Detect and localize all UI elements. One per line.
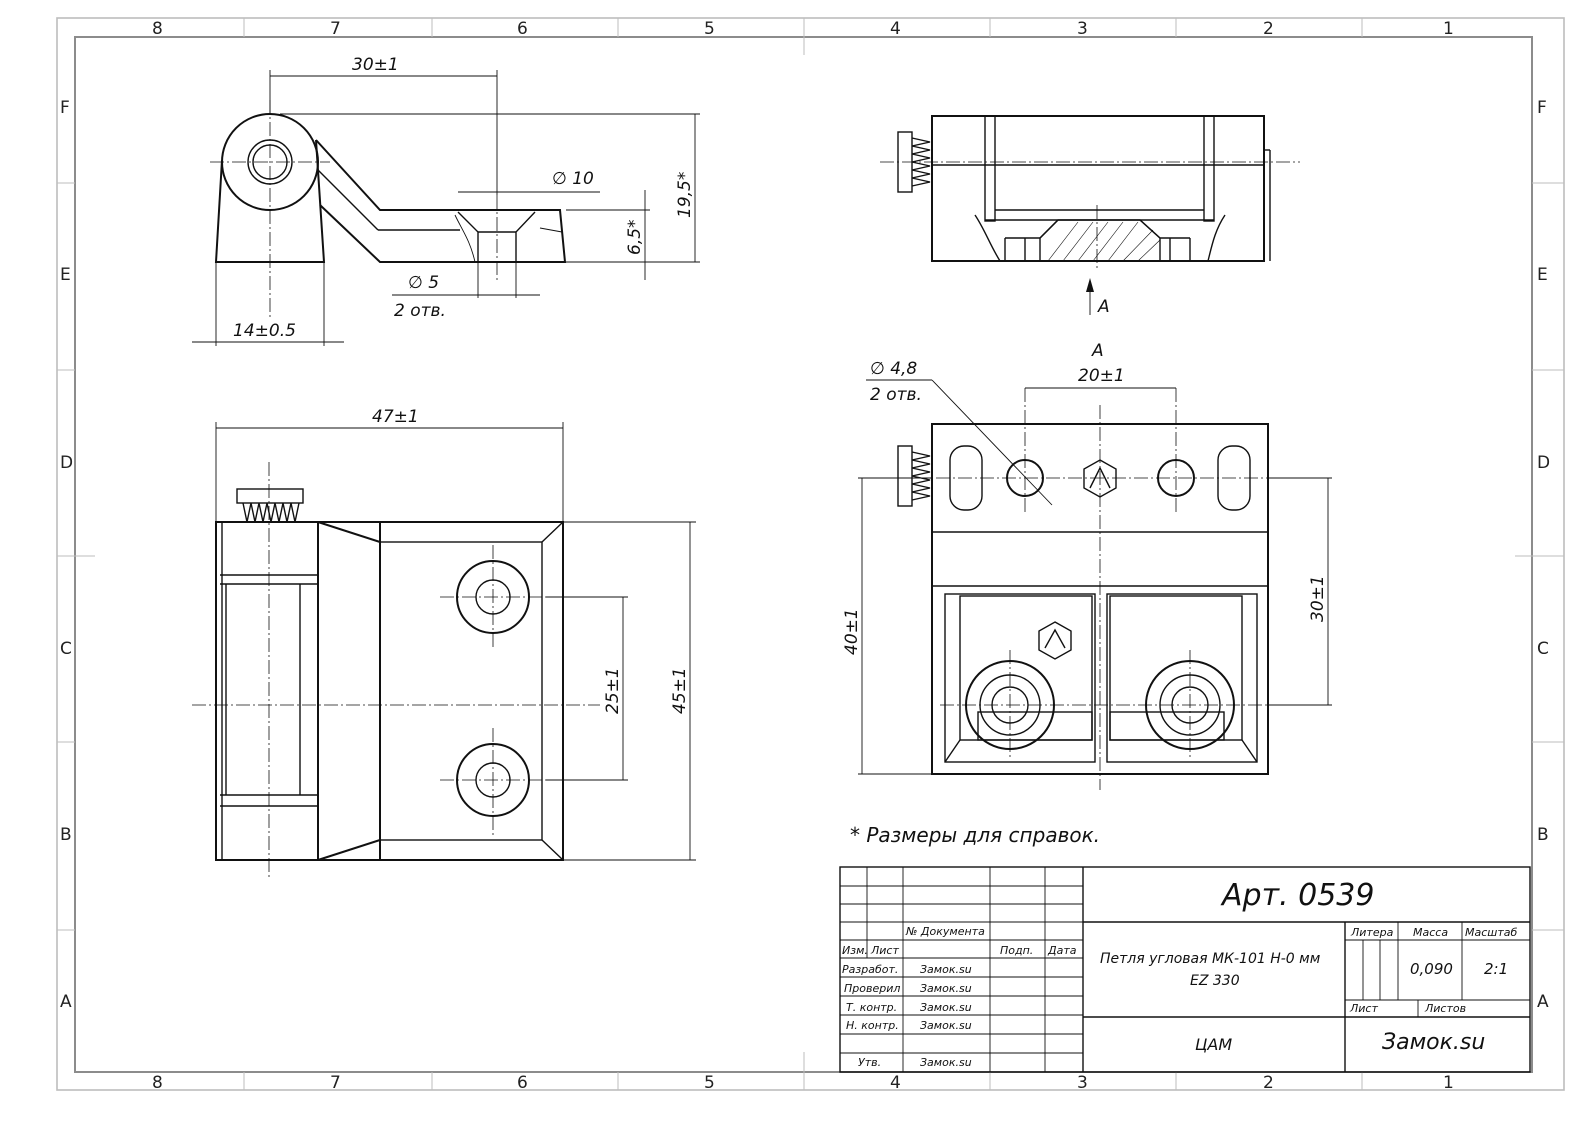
zone-col-bottom: 2 [1263,1073,1274,1093]
company-name: Замок.su [1382,1030,1485,1055]
side-view: 30±1 19,5* 6,5* ∅ 10 ∅ 5 2 отв. 14±0.5 [192,55,700,346]
zone-col-bottom: 5 [704,1073,715,1093]
header-list-col: Лист [870,944,899,957]
zone-row-left: A [60,992,72,1012]
zone-col-top: 2 [1263,19,1274,39]
dim-25: 25±1 [603,667,623,714]
zone-col-top: 3 [1077,19,1088,39]
zone-row-right: A [1537,992,1549,1012]
role-name: Замок.su [920,1019,972,1032]
section-hatch [1047,221,1161,262]
role-name: Замок.su [920,1001,972,1014]
reference-note: * Размеры для справок. [850,823,1100,847]
product-name: Петля угловая МК-101 Н-0 мм [1100,951,1321,967]
dim-30-a: 30±1 [1308,575,1328,622]
dim-47: 47±1 [372,407,419,427]
zone-row-left: B [60,825,72,845]
dim-6-5: 6,5* [625,219,645,255]
dim-30: 30±1 [352,55,399,75]
scale-value: 2:1 [1484,960,1508,978]
header-doc-no: № Документа [905,925,985,938]
view-arrow-label: A [1097,297,1110,317]
role-label: Н. контр. [846,1019,899,1032]
dim-holes-side: 2 отв. [394,301,446,321]
header-litera: Литера [1350,926,1394,939]
view-a-title: A [1091,341,1104,361]
product-model: EZ 330 [1190,973,1240,989]
header-massa: Масса [1413,926,1448,939]
header-podp: Подп. [1000,944,1033,957]
dim-20: 20±1 [1078,366,1125,386]
top-view: 47±1 25±1 45±1 [192,407,696,880]
zone-row-left: F [60,98,70,118]
header-masshtab: Масштаб [1465,926,1517,939]
zone-row-right: F [1537,98,1547,118]
header-list: Лист [1349,1002,1378,1015]
zone-col-top: 4 [890,19,901,39]
zone-row-left: C [60,639,72,659]
dim-dia-10: ∅ 10 [552,169,594,189]
zone-col-bottom: 6 [517,1073,528,1093]
dim-19-5: 19,5* [675,172,695,218]
zone-row-right: B [1537,825,1549,845]
zone-col-bottom: 1 [1443,1073,1454,1093]
article-number: Арт. 0539 [1220,878,1374,913]
zone-row-left: E [60,265,71,285]
role-name: Замок.su [920,963,972,976]
zone-col-bottom: 8 [152,1073,163,1093]
role-name: Замок.su [920,982,972,995]
zone-labels: 8 7 6 5 4 3 2 1 8 7 6 5 4 3 2 1 F E D C … [60,19,1550,1093]
header-izm: Изм. [842,944,868,957]
material: ЦАМ [1195,1035,1232,1054]
role-label: Т. контр. [846,1001,897,1014]
zone-col-bottom: 4 [890,1073,901,1093]
header-listov: Листов [1424,1002,1466,1015]
zone-col-top: 7 [330,19,341,39]
role-label: Проверил [844,982,900,995]
role-name: Замок.su [920,1056,972,1069]
zone-row-left: D [60,453,73,473]
dim-holes-a: 2 отв. [870,385,922,405]
front-view: A [880,115,1300,317]
dim-40: 40±1 [842,608,862,655]
zone-col-top: 1 [1443,19,1454,39]
zone-row-right: E [1537,265,1548,285]
sheet-frame [56,17,1565,1091]
role-label: Разработ. [842,963,898,976]
zone-col-bottom: 3 [1077,1073,1088,1093]
role-label: Утв. [858,1056,881,1069]
dim-dia-5: ∅ 5 [408,273,439,293]
zone-col-top: 5 [704,19,715,39]
zone-col-bottom: 7 [330,1073,341,1093]
zone-row-right: D [1537,453,1550,473]
dim-45: 45±1 [670,667,690,714]
dim-14: 14±0.5 [233,321,296,341]
dim-dia-4-8: ∅ 4,8 [870,359,917,379]
mass-value: 0,090 [1410,960,1453,978]
view-a: A [842,341,1332,790]
header-data: Дата [1047,944,1077,957]
zone-row-right: C [1537,639,1549,659]
zone-col-top: 8 [152,19,163,39]
title-block: Арт. 0539 № Документа Изм. Лист Подп. Да… [839,866,1531,1073]
zone-col-top: 6 [517,19,528,39]
